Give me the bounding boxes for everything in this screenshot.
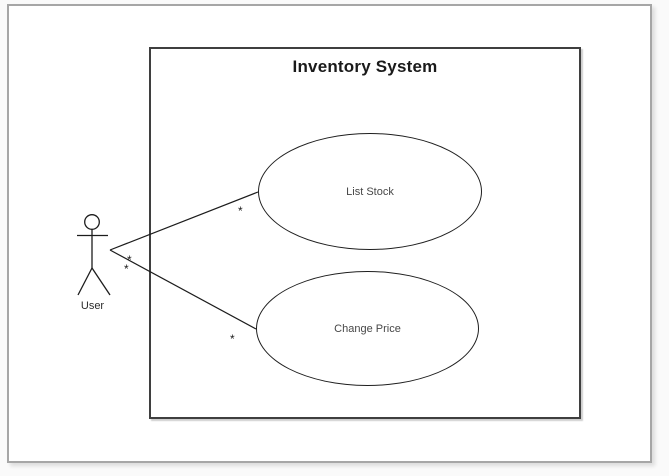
multiplicity-user-change-price-source: * <box>124 262 129 276</box>
use-case-list-stock[interactable]: List Stock <box>258 133 482 250</box>
actor-left-leg[interactable] <box>77 267 93 296</box>
association-user-list-stock[interactable] <box>109 191 259 251</box>
use-case-label: Change Price <box>334 322 401 335</box>
use-case-label: List Stock <box>346 185 394 198</box>
system-boundary-title: Inventory System <box>292 57 438 76</box>
multiplicity-user-list-stock-source: * <box>127 253 132 267</box>
actor-user-label: User <box>80 300 105 312</box>
actor-right-leg[interactable] <box>91 267 111 296</box>
multiplicity-user-change-price-target: * <box>230 332 235 346</box>
use-case-change-price[interactable]: Change Price <box>256 271 479 386</box>
multiplicity-user-list-stock-target: * <box>238 204 243 218</box>
association-user-change-price[interactable] <box>109 249 257 330</box>
